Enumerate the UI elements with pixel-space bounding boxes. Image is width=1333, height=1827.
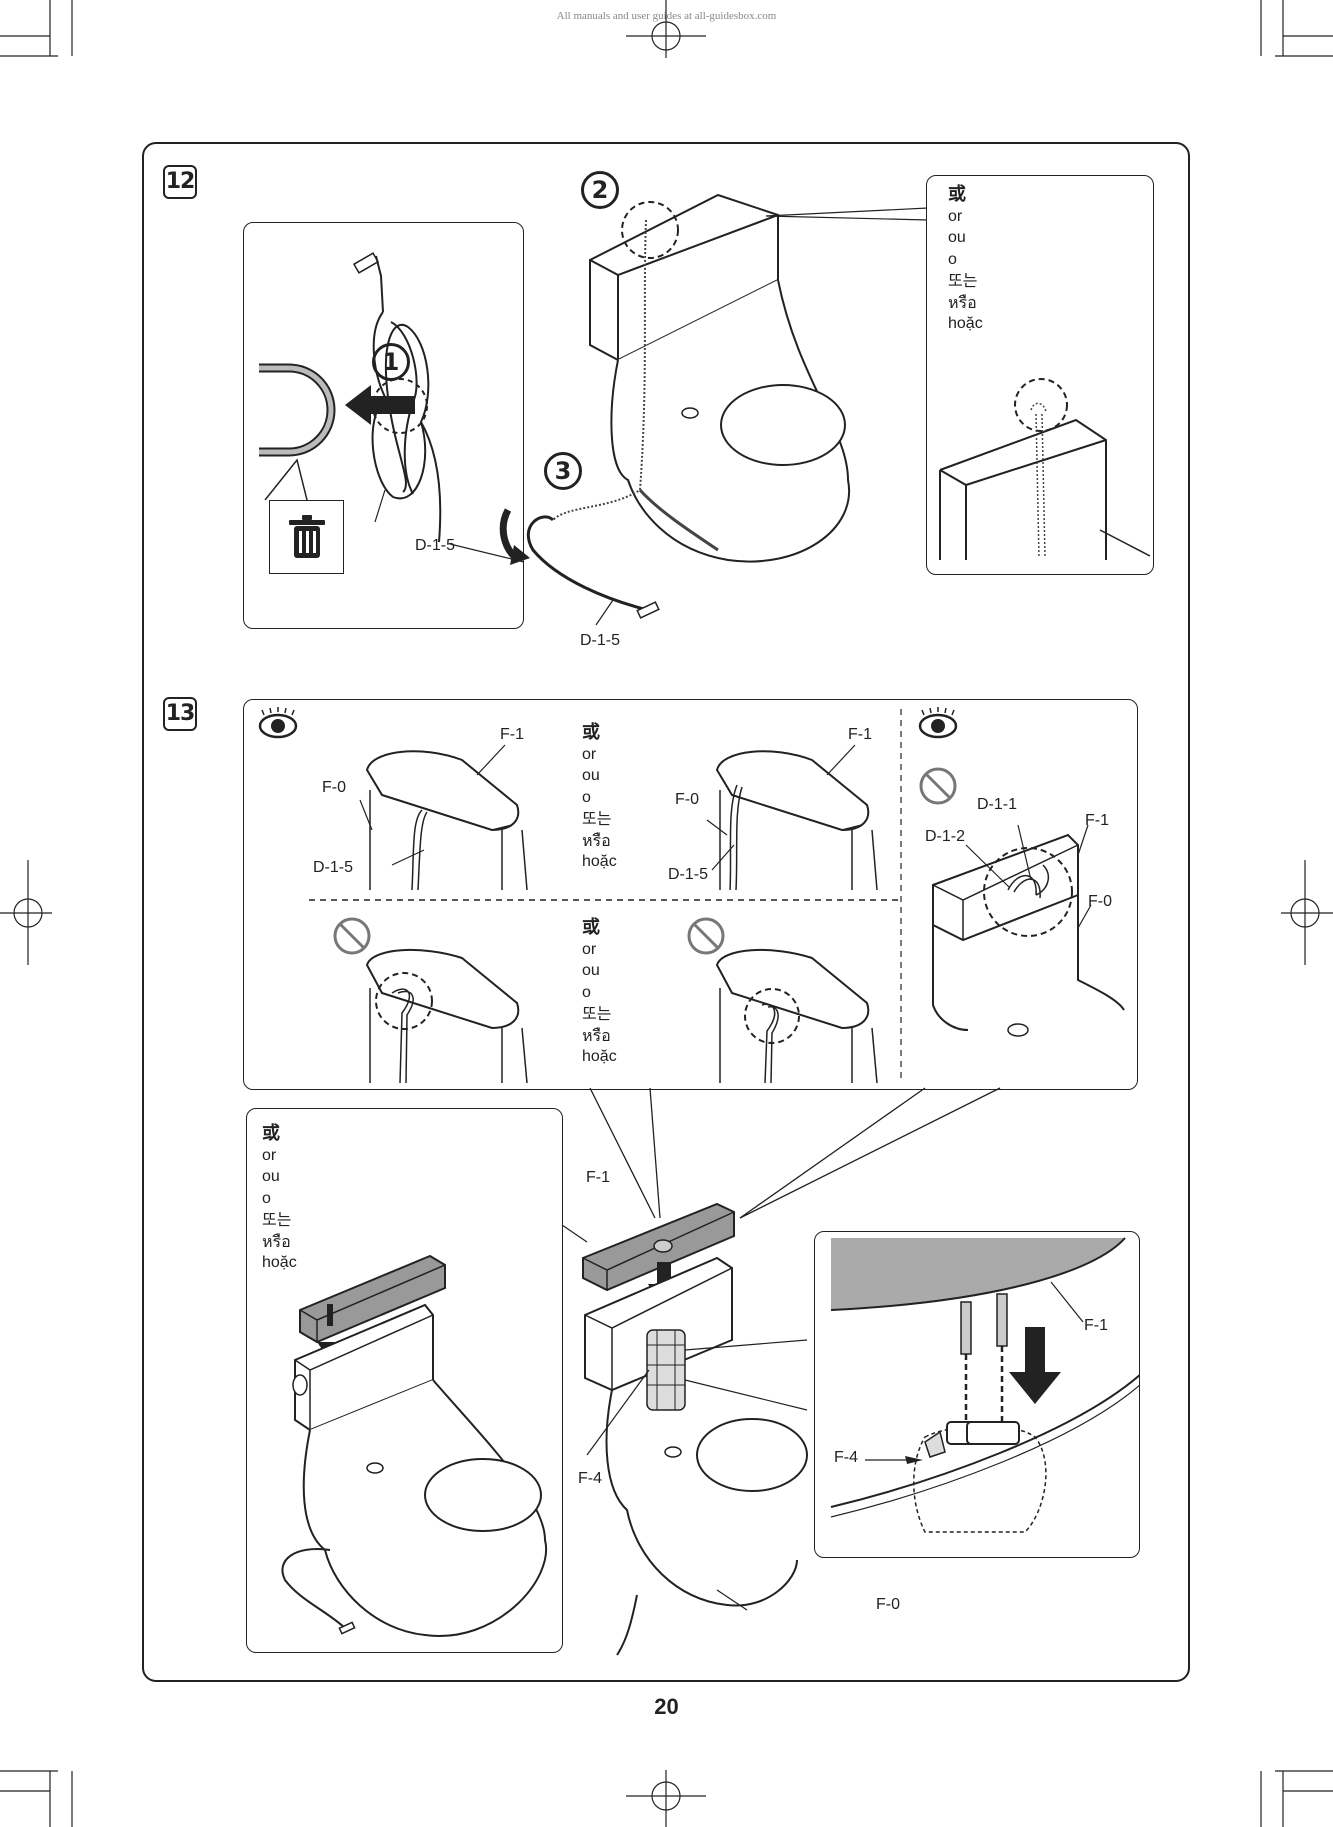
step-12-badge: 12 bbox=[163, 165, 197, 199]
discard-box bbox=[269, 500, 344, 574]
label-d15-view2: D-1-5 bbox=[668, 866, 708, 884]
toilet-alt-cover-illustration bbox=[255, 1250, 555, 1650]
label-d15-view1: D-1-5 bbox=[313, 859, 353, 877]
sub-step-3: 3 bbox=[544, 452, 582, 490]
page-number: 20 bbox=[0, 1694, 1333, 1720]
alternatives-list-12: 或 or ou o 또는 หรือ hoặc bbox=[948, 184, 983, 335]
label-f4-main: F-4 bbox=[578, 1470, 602, 1488]
cord-label-end: D-1-5 bbox=[580, 632, 620, 650]
tank-view-correct-1 bbox=[362, 730, 542, 890]
eye-icon-side bbox=[916, 709, 960, 739]
detail-cover-pins-illustration bbox=[815, 1232, 1140, 1558]
label-f0-view1: F-0 bbox=[322, 779, 346, 797]
detail-panel bbox=[814, 1231, 1140, 1558]
label-d11: D-1-1 bbox=[977, 796, 1017, 814]
label-f1-main: F-1 bbox=[586, 1169, 610, 1187]
toilet-tank-cord-illustration bbox=[548, 180, 878, 640]
eye-icon bbox=[256, 709, 300, 739]
sub-step-1: 1 bbox=[372, 343, 410, 381]
label-f0-view2: F-0 bbox=[675, 791, 699, 809]
tank-alt-illustration bbox=[926, 380, 1154, 560]
label-f0-main: F-0 bbox=[876, 1596, 900, 1614]
step-13-badge: 13 bbox=[163, 697, 197, 731]
toilet-install-cover-illustration bbox=[577, 1200, 797, 1680]
tank-side-wrong-illustration bbox=[928, 830, 1128, 1030]
trash-icon bbox=[270, 501, 345, 575]
tank-view-wrong-1 bbox=[362, 953, 542, 1083]
cord-label-bundle: D-1-5 bbox=[415, 537, 455, 555]
alternatives-list-13-mid: 或 or ou o 또는 หรือ hoặc bbox=[582, 917, 617, 1068]
label-f1-view2: F-1 bbox=[848, 726, 872, 744]
tank-view-wrong-2 bbox=[712, 953, 892, 1083]
prohibited-icon-3 bbox=[918, 766, 958, 806]
label-f4-detail: F-4 bbox=[834, 1449, 858, 1467]
label-f0-side: F-0 bbox=[1088, 893, 1112, 911]
alternatives-list-13-top: 或 or ou o 또는 หรือ hoặc bbox=[582, 722, 617, 873]
sub-step-2: 2 bbox=[581, 171, 619, 209]
prohibited-icon-2 bbox=[686, 916, 726, 956]
label-f1-view1: F-1 bbox=[500, 726, 524, 744]
prohibited-icon bbox=[332, 916, 372, 956]
label-f1-detail: F-1 bbox=[1084, 1317, 1108, 1335]
label-f1-side: F-1 bbox=[1085, 812, 1109, 830]
tank-view-correct-2 bbox=[712, 730, 892, 890]
label-d12: D-1-2 bbox=[925, 828, 965, 846]
